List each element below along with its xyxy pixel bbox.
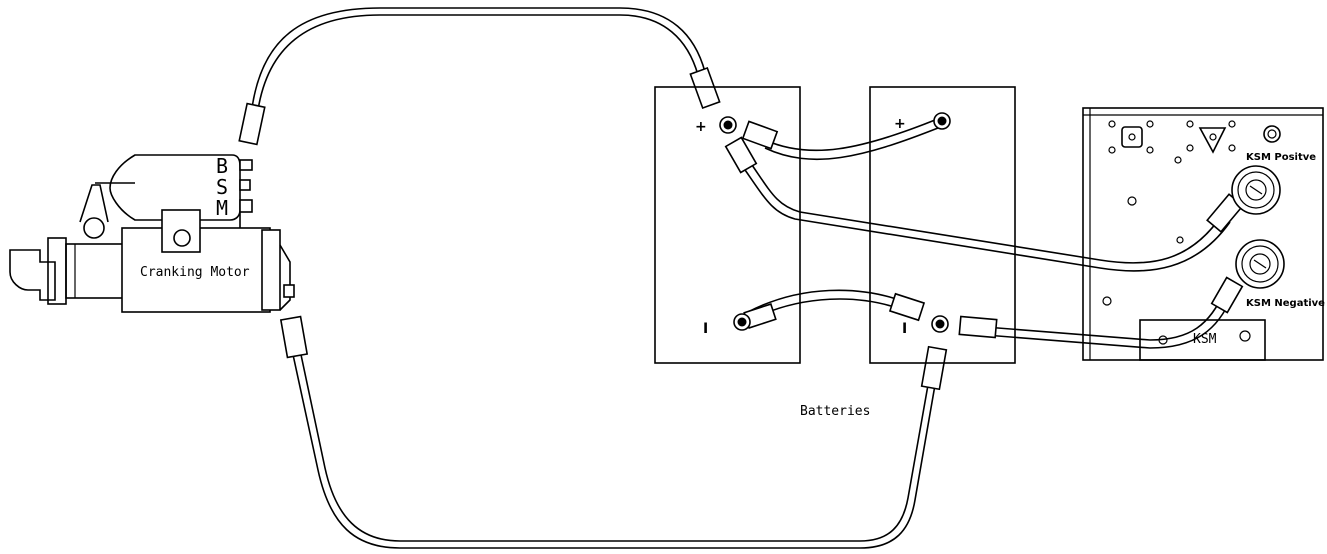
m-terminal-label: M	[216, 196, 228, 220]
ksm-negative-label: KSM Negative	[1246, 298, 1325, 309]
battery-2: + I	[869, 86, 1016, 364]
cable-battery-positive-jumper	[741, 119, 939, 161]
battery-2-positive-sign: +	[894, 116, 906, 132]
cable-battery-to-ksm-negative	[958, 276, 1244, 349]
cable-starter-to-battery-negative	[279, 315, 948, 549]
ksm-positive-label: KSM Positve	[1246, 152, 1316, 163]
cable-battery-negative-jumper	[743, 289, 926, 329]
cranking-motor-label: Cranking Motor	[140, 265, 250, 280]
s-terminal-label: S	[216, 175, 228, 199]
cranking-motor: Cranking Motor B S M	[9, 154, 295, 313]
battery-1-positive-sign: +	[695, 119, 707, 135]
batteries-label: Batteries	[800, 404, 870, 419]
ksm-plate-label: KSM	[1193, 332, 1217, 347]
ksm-module: KSM Positve KSM Negative KSM	[1082, 107, 1325, 361]
battery-2-negative-sign: I	[902, 321, 907, 337]
cable-starter-to-battery-positive	[238, 7, 721, 146]
battery-1-negative-sign: I	[703, 321, 708, 337]
cable-battery-to-ksm-positive	[724, 136, 1244, 272]
b-terminal-label: B	[216, 154, 228, 178]
battery-1: + I	[654, 86, 801, 364]
